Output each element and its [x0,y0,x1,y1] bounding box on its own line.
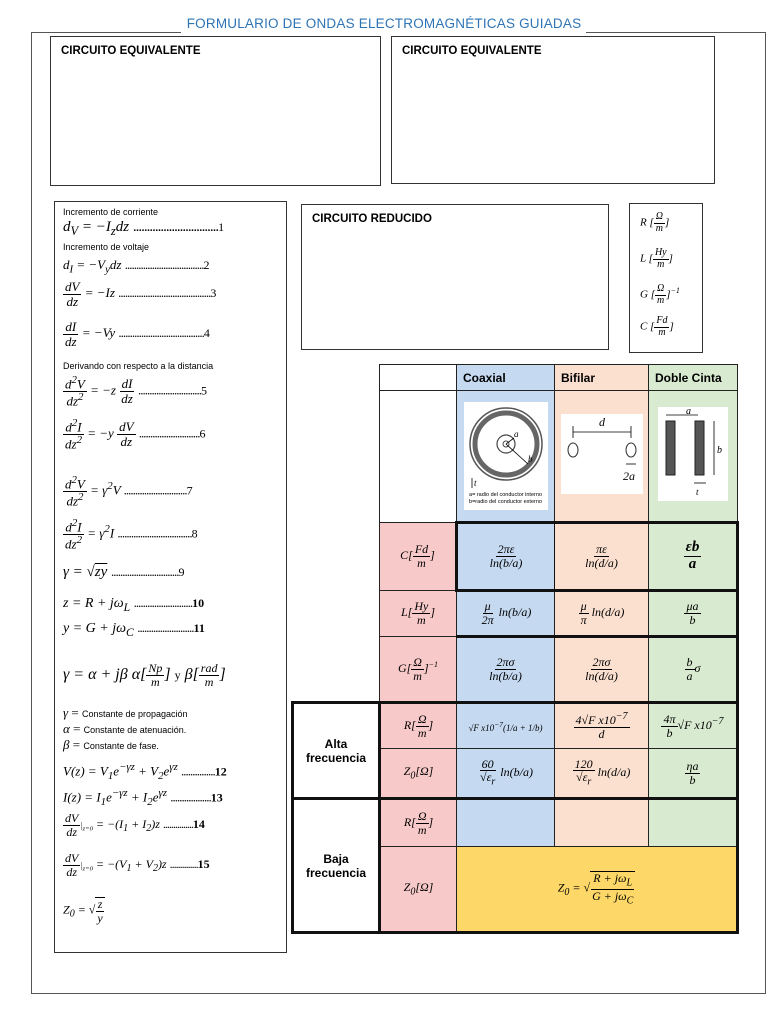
doble-cinta-diagram-cell: a b t [648,390,738,523]
doble-cinta-diagram: a b t [658,406,728,501]
row-z0-baja-label: Z0[Ω] [379,846,457,934]
circuit-reduced-box: CIRCUITO REDUCIDO [301,204,609,350]
eq-10: z = R + jωL ..........................10 [63,595,205,614]
page-frame [31,32,766,994]
svg-text:d: d [599,415,606,429]
transmission-line-table: Coaxial Bifilar Doble Cinta a b t [291,364,739,934]
eq-2: dI = −Vydz .............................… [63,257,210,276]
alta-frecuencia-label: Alta frecuencia [291,701,381,800]
coaxial-diagram-cell: a b t a= radio del conductor interno b=r… [456,390,555,523]
circuit-equivalent-label: CIRCUITO EQUIVALENTE [61,45,201,57]
doble-cinta-r-baja [648,798,739,847]
svg-text:a: a [686,407,691,417]
frame-top-left [31,32,181,33]
eq-9: γ = √zy ..............................9 [63,564,185,580]
gamma-def: γ = Constante de propagación [63,705,188,720]
bifilar-diagram-cell: d 2a [554,390,649,523]
frame-top-right [586,32,766,33]
circuit-equivalent-box-left: CIRCUITO EQUIVALENTE [50,36,381,186]
diagram-label-cell [379,390,457,523]
eq-12: V(z) = V1e−γz + V2eγz ...............12 [63,761,227,782]
eq-13: I(z) = I1e−γz + I2eγz ..................… [63,787,223,808]
inc-current-label: Incremento de corriente [63,207,159,217]
header-empty [379,364,457,391]
coaxial-z0-alta: 60√εr ln(b/a) [456,748,555,800]
eq-11: y = G + jωC .........................11 [63,620,205,639]
svg-text:a: a [514,429,519,439]
coaxial-r-alta: √F x10−7(1/a + 1/b) [456,701,555,749]
circuit-equivalent-box-right: CIRCUITO EQUIVALENTE [391,36,715,184]
circuit-reduced-label: CIRCUITO REDUCIDO [312,213,432,225]
svg-text:b: b [717,445,722,456]
svg-text:2a: 2a [623,469,635,483]
coaxial-caption: a= radio del conductor interno b=radio d… [469,492,542,505]
header-coaxial: Coaxial [456,364,555,391]
row-z0-alta-label: Z0[Ω] [379,748,457,800]
alpha-def: α = Constante de atenuación. [63,721,187,736]
bifilar-diagram: d 2a [560,414,643,494]
eq-1: dV = −Izdz .............................… [63,219,225,238]
equations-panel: Incremento de corriente dV = −Izdz .....… [54,201,287,953]
bifilar-r-baja [554,798,649,847]
header-doble-cinta: Doble Cinta [648,364,738,391]
svg-text:t: t [696,487,699,497]
beta-def: β = Constante de fase. [63,737,159,752]
coaxial-r-baja [456,798,555,847]
derive-label: Derivando con respecto a la distancia [63,361,214,371]
svg-text:t: t [474,478,477,488]
inc-voltage-label: Incremento de voltaje [63,242,150,252]
header-bifilar: Bifilar [554,364,649,391]
coaxial-diagram: a b t a= radio del conductor interno b=r… [463,402,548,510]
circuit-equivalent-label: CIRCUITO EQUIVALENTE [402,45,542,57]
svg-text:b: b [528,454,533,464]
page-title: FORMULARIO DE ONDAS ELECTROMAGNÉTICAS GU… [186,16,582,31]
bifilar-z0-alta: 120√εr ln(d/a) [554,748,649,800]
baja-frecuencia-label: Baja frecuencia [291,797,381,934]
